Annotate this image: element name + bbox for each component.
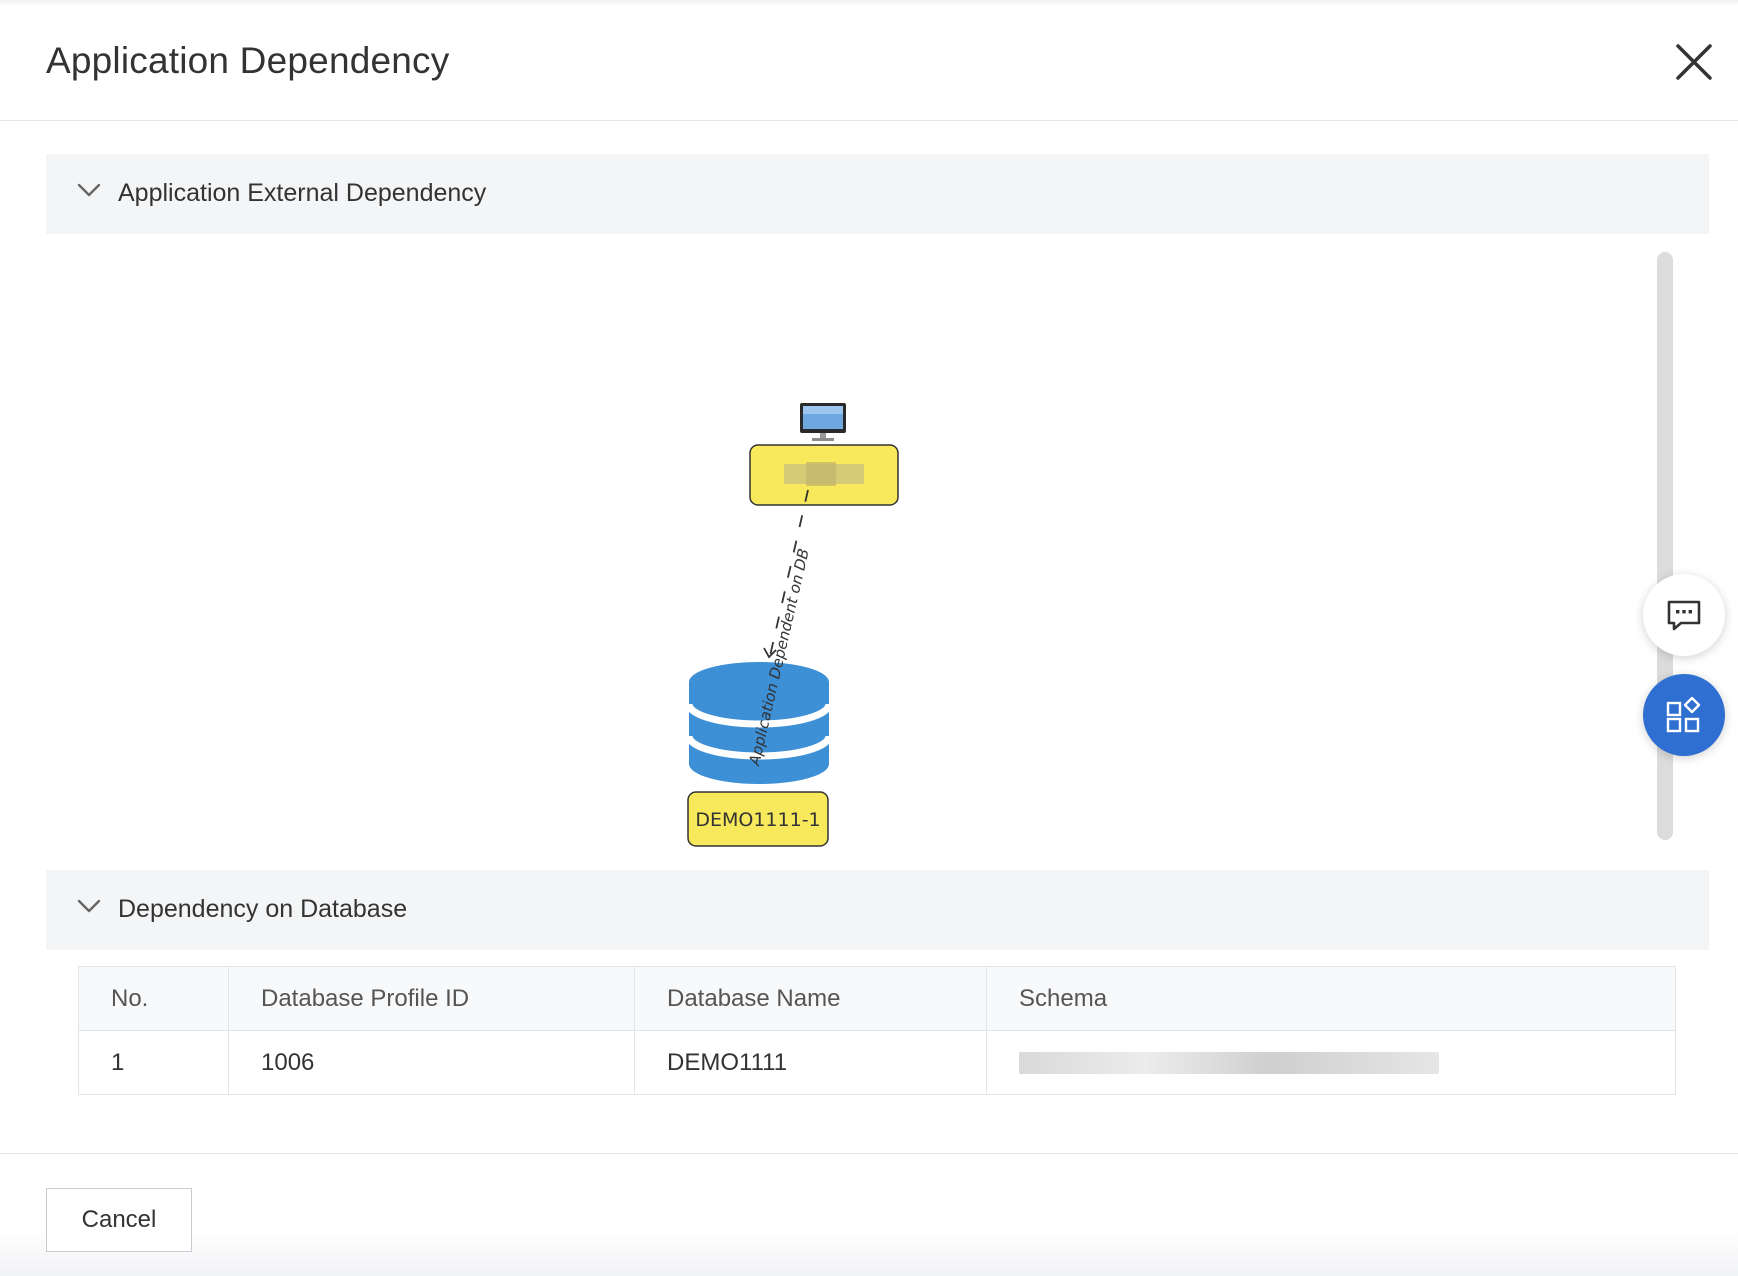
footer-divider [0, 1153, 1738, 1154]
section-label-external-dependency: Application External Dependency [118, 179, 487, 207]
chat-button[interactable] [1643, 574, 1725, 656]
close-icon [1676, 44, 1712, 80]
cell-schema [986, 1030, 1676, 1095]
section-label-dependency-database: Dependency on Database [118, 895, 408, 923]
computer-icon [800, 403, 846, 441]
section-header-external-dependency[interactable]: Application External Dependency [46, 154, 1709, 234]
table-row[interactable]: 1 1006 DEMO1111 [78, 1030, 1676, 1095]
chevron-down-icon [76, 180, 102, 200]
database-node[interactable]: DEMO1111-1 [687, 791, 829, 847]
redacted-schema [1019, 1052, 1439, 1075]
top-shadow [0, 0, 1738, 6]
cell-db-name: DEMO1111 [634, 1030, 987, 1095]
dependency-graph: Application Dependent on DB DEMO1111-1 [46, 234, 1709, 870]
column-header-no: No. [78, 966, 229, 1031]
dialog-title: Application Dependency [46, 40, 450, 81]
column-header-profile-id: Database Profile ID [228, 966, 635, 1031]
table-header-row: No. Database Profile ID Database Name Sc… [78, 966, 1676, 1031]
chevron-down-icon [76, 896, 102, 916]
cancel-button[interactable]: Cancel [46, 1188, 192, 1252]
footer [0, 1154, 1738, 1276]
apps-button[interactable] [1643, 674, 1725, 756]
cell-no: 1 [78, 1030, 229, 1095]
dependency-edge [763, 489, 809, 659]
application-node[interactable] [749, 444, 899, 506]
close-button[interactable] [1672, 40, 1716, 84]
dialog-header: Application Dependency [0, 0, 1738, 121]
chat-icon [1667, 600, 1701, 631]
column-header-schema: Schema [986, 966, 1676, 1031]
column-header-db-name: Database Name [634, 966, 987, 1031]
apps-icon [1666, 696, 1701, 733]
database-node-label: DEMO1111-1 [695, 809, 820, 831]
database-table: No. Database Profile ID Database Name Sc… [78, 966, 1676, 1095]
database-icon [685, 662, 833, 784]
cell-profile-id: 1006 [228, 1030, 635, 1095]
section-header-dependency-database[interactable]: Dependency on Database [46, 870, 1709, 950]
